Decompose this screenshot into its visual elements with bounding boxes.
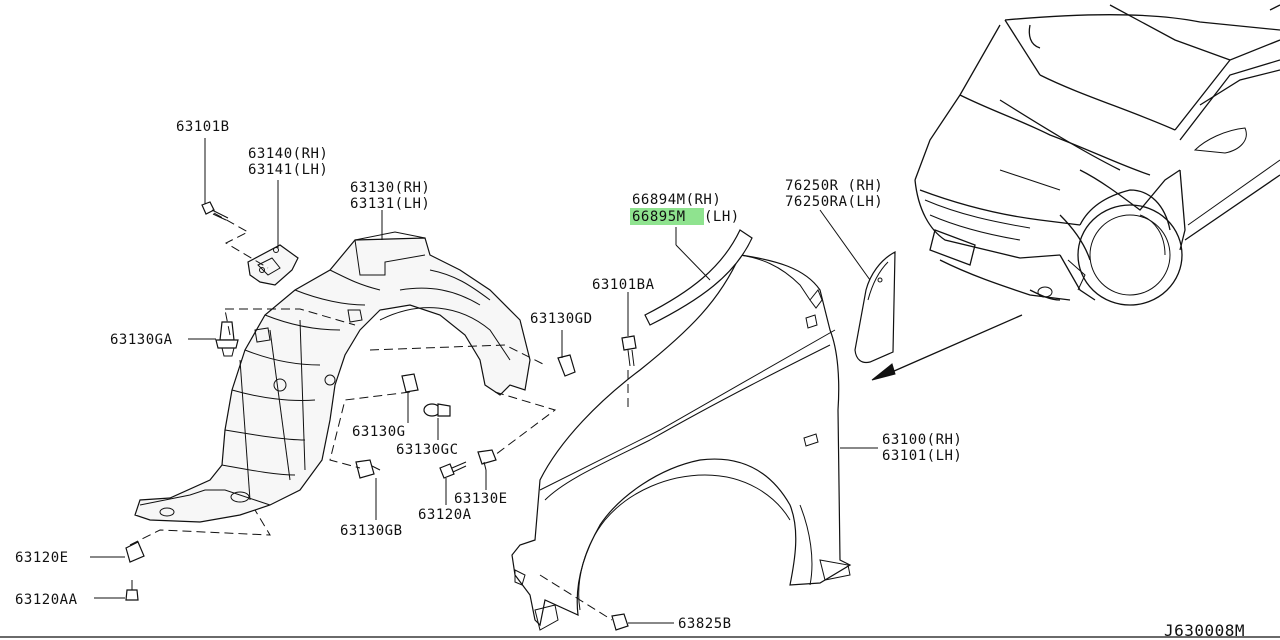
label-66894m-rh[interactable]: 66894M(RH)	[632, 192, 721, 208]
part-63100-front-fender[interactable]	[511, 254, 852, 631]
label-63101-lh[interactable]: 63101(LH)	[882, 448, 962, 464]
label-63130gd[interactable]: 63130GD	[530, 311, 593, 327]
label-63140-rh[interactable]: 63140(RH)	[248, 146, 328, 162]
label-63825b[interactable]: 63825B	[678, 616, 732, 632]
label-66895m-suffix: (LH)	[704, 209, 740, 225]
label-63130g[interactable]: 63130G	[352, 424, 406, 440]
fastener-63825b[interactable]	[611, 613, 629, 631]
part-63140-bracket[interactable]	[247, 244, 299, 286]
install-guide-lines	[129, 212, 629, 621]
diagram-code: J630008M	[1164, 621, 1245, 640]
fastener-63120a[interactable]	[439, 461, 467, 479]
part-labels: 63101B 63140(RH) 63141(LH) 63130(RH) 631…	[15, 119, 1245, 640]
label-63131-lh[interactable]: 63131(LH)	[350, 196, 430, 212]
label-63101ba[interactable]: 63101BA	[592, 277, 655, 293]
fastener-63130gd[interactable]	[557, 354, 576, 377]
direction-arrow	[871, 314, 1023, 381]
label-76250r-rh[interactable]: 76250R (RH)	[785, 178, 883, 194]
label-63141-lh[interactable]: 63141(LH)	[248, 162, 328, 178]
part-66894m-fender-molding[interactable]	[644, 229, 753, 326]
fastener-63130gb[interactable]	[355, 459, 381, 479]
label-63130gb[interactable]: 63130GB	[340, 523, 403, 539]
label-63130gc[interactable]: 63130GC	[396, 442, 459, 458]
fastener-63120aa[interactable]	[125, 580, 139, 601]
part-63130-wheel-house-liner[interactable]	[134, 231, 531, 523]
part-76250r-mud-guard[interactable]	[854, 250, 896, 364]
label-63120e[interactable]: 63120E	[15, 550, 69, 566]
label-63100-rh[interactable]: 63100(RH)	[882, 432, 962, 448]
label-63101b[interactable]: 63101B	[176, 119, 230, 135]
highlight-66895m	[630, 208, 704, 225]
label-63120aa[interactable]: 63120AA	[15, 592, 78, 608]
fastener-63130gc[interactable]	[423, 403, 451, 417]
label-63130ga[interactable]: 63130GA	[110, 332, 173, 348]
fastener-63130g[interactable]	[401, 373, 419, 393]
label-63120a[interactable]: 63120A	[418, 507, 472, 523]
fastener-63130e[interactable]	[477, 449, 497, 471]
leader-lines	[90, 138, 878, 624]
fastener-63101ba[interactable]	[621, 335, 637, 367]
label-63130-rh[interactable]: 63130(RH)	[350, 180, 430, 196]
label-66895m[interactable]: 66895M	[632, 209, 686, 225]
fastener-63130ga[interactable]	[215, 321, 239, 357]
fastener-63101b[interactable]	[201, 201, 229, 221]
label-63130e[interactable]: 63130E	[454, 491, 508, 507]
fastener-63120e[interactable]	[125, 541, 145, 563]
label-76250ra-lh[interactable]: 76250RA(LH)	[785, 194, 883, 210]
vehicle-illustration	[914, 4, 1280, 306]
